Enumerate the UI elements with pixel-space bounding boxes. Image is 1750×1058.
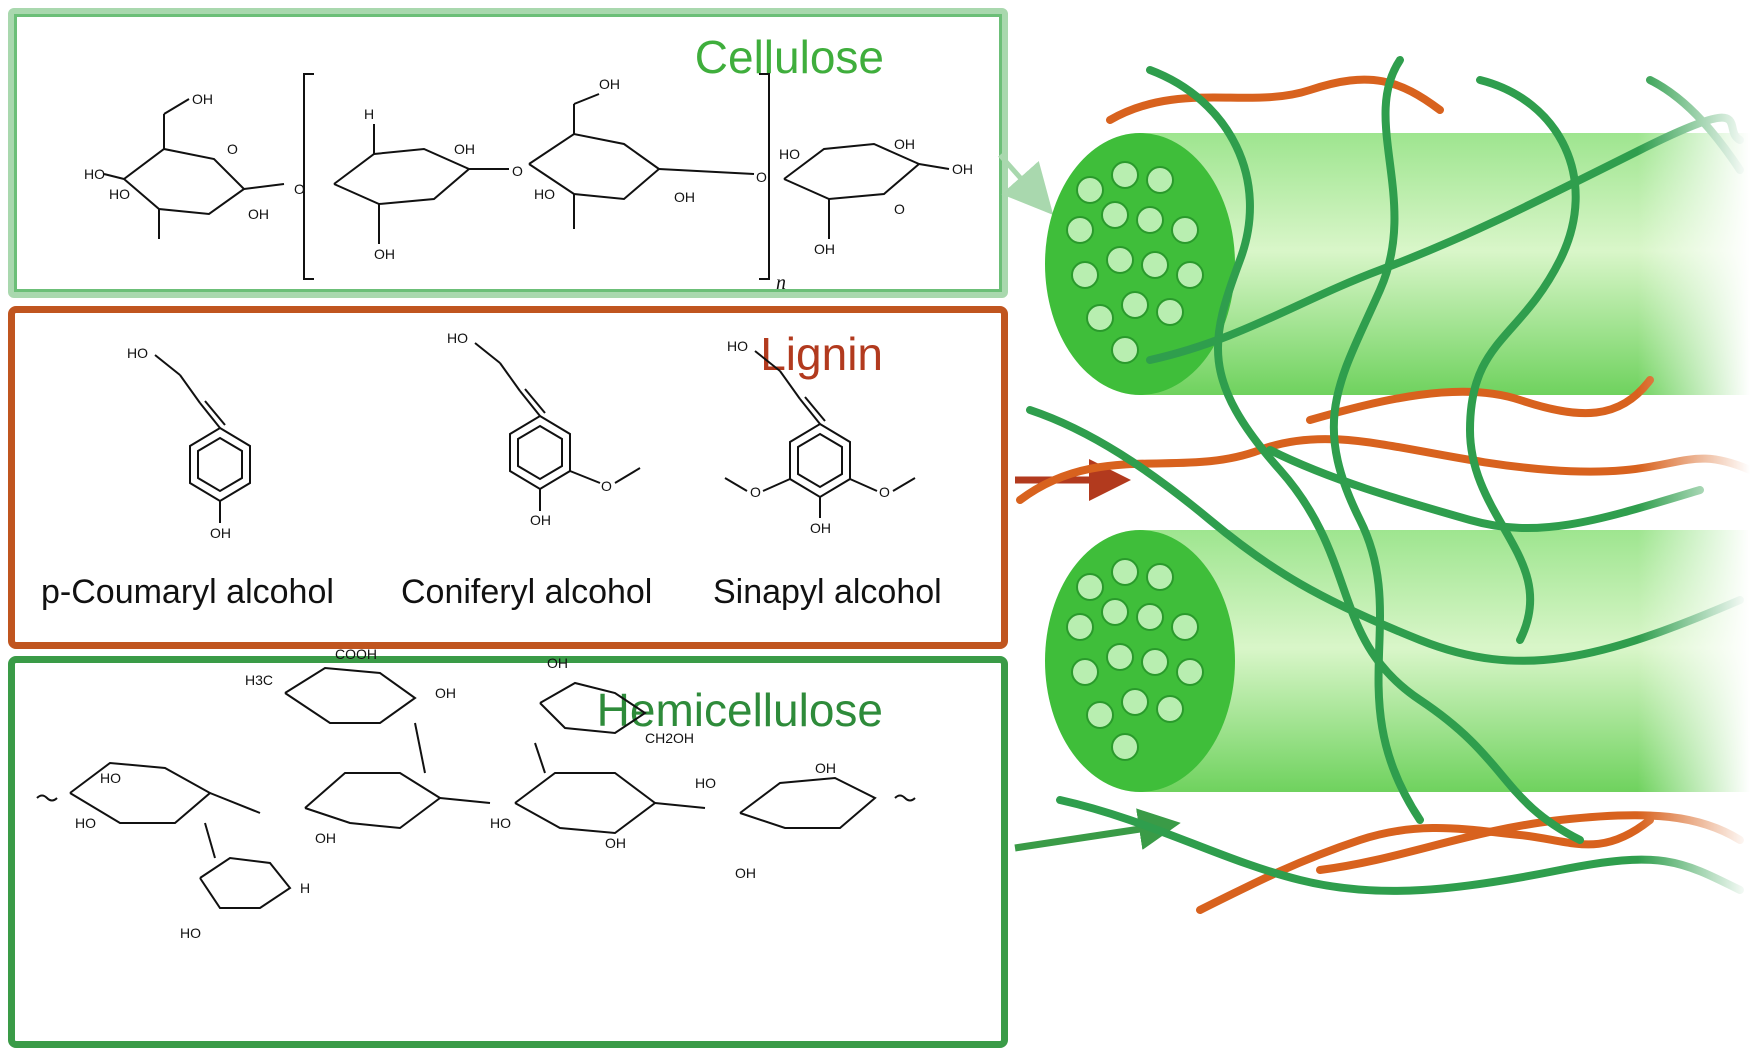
- atom-oh: OH: [248, 206, 269, 222]
- atom-oh: OH: [599, 76, 620, 92]
- atom-o: O: [227, 141, 238, 157]
- atom-oh: OH: [735, 865, 756, 881]
- atom-o: O: [894, 201, 905, 217]
- atom-oh: OH: [547, 655, 568, 671]
- monomer-label-coniferyl: Coniferyl alcohol: [401, 573, 653, 611]
- lignin-panel: Lignin HO OH HO: [8, 306, 1008, 649]
- atom-o: O: [879, 484, 890, 500]
- atom-ho: HO: [180, 925, 201, 941]
- atom-ho: HO: [490, 815, 511, 831]
- hemicellulose-panel: Hemicellulose COOH H3C OH CH2OH OH: [8, 646, 1008, 1048]
- atom-oh: OH: [435, 685, 456, 701]
- atom-cooh: COOH: [335, 646, 377, 662]
- atom-oh: OH: [315, 830, 336, 846]
- atom-ho: HO: [447, 330, 468, 346]
- cellulose-title: Cellulose: [694, 31, 884, 83]
- cellulose-panel: Cellulose HO: [8, 8, 1008, 298]
- atom-o: O: [756, 169, 767, 185]
- atom-oh: OH: [894, 136, 915, 152]
- atom-ho: HO: [779, 146, 800, 162]
- lignin-title: Lignin: [760, 328, 883, 380]
- atom-o: O: [750, 484, 761, 500]
- atom-oh: OH: [530, 512, 551, 528]
- atom-oh: OH: [814, 241, 835, 257]
- atom-oh: OH: [815, 760, 836, 776]
- atom-ho: HO: [695, 775, 716, 791]
- cellulose-structure: HO OH O HO OH O OH H OH O OH HO OH O HO …: [84, 73, 973, 294]
- atom-o: O: [601, 478, 612, 494]
- atom-o: O: [294, 181, 305, 197]
- atom-ho: HO: [127, 345, 148, 361]
- repeat-unit-n: n: [776, 272, 786, 294]
- atom-h: H: [364, 106, 374, 122]
- atom-ch2oh: CH2OH: [645, 730, 694, 746]
- atom-oh: OH: [605, 835, 626, 851]
- monomer-label-sinapyl: Sinapyl alcohol: [713, 573, 942, 611]
- hemicellulose-title: Hemicellulose: [596, 684, 883, 736]
- atom-ho: HO: [534, 186, 555, 202]
- atom-ho: HO: [109, 186, 130, 202]
- atom-oh: OH: [192, 91, 213, 107]
- lignin-structures: HO OH HO OH O HO OH O O: [127, 330, 916, 541]
- atom-ho: HO: [727, 338, 748, 354]
- cell-wall-fiber-illustration: [1000, 0, 1750, 1058]
- atom-oh: OH: [674, 189, 695, 205]
- atom-h: H: [300, 880, 310, 896]
- atom-oh: OH: [952, 161, 973, 177]
- atom-oh: OH: [210, 525, 231, 541]
- atom-oh: OH: [810, 520, 831, 536]
- atom-oh: OH: [374, 246, 395, 262]
- monomer-label-p-coumaryl: p-Coumaryl alcohol: [41, 573, 334, 611]
- atom-ho: HO: [75, 815, 96, 831]
- atom-oh: OH: [454, 141, 475, 157]
- hemicellulose-structure: COOH H3C OH CH2OH OH HO HO OH HO OH HO O…: [36, 646, 916, 941]
- atom-ho: HO: [84, 166, 105, 182]
- atom-h3c: H3C: [245, 672, 273, 688]
- atom-o: O: [512, 163, 523, 179]
- atom-ho: HO: [100, 770, 121, 786]
